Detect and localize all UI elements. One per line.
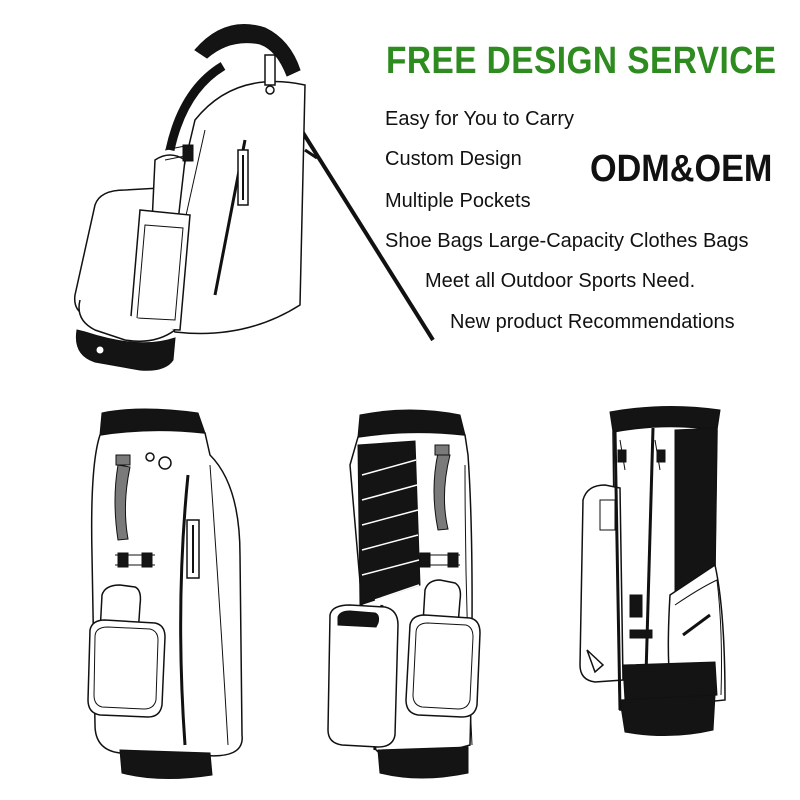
feature-line-4: Shoe Bags Large-Capacity Clothes Bags — [385, 230, 749, 252]
golf-stand-bag-front-illustration — [87, 408, 243, 780]
feature-line-3: Multiple Pockets — [385, 190, 531, 212]
odm-oem-badge: ODM&OEM — [590, 148, 773, 190]
feature-line-2: Custom Design — [385, 148, 522, 170]
feature-line-1: Easy for You to Carry — [385, 108, 574, 130]
feature-line-6: New product Recommendations — [450, 311, 735, 333]
headline: FREE DESIGN SERVICE — [386, 40, 777, 82]
feature-line-5: Meet all Outdoor Sports Need. — [425, 270, 696, 292]
golf-stand-bag-side-illustration — [579, 405, 726, 737]
golf-stand-bag-front-alt-illustration — [327, 409, 481, 779]
golf-stand-bag-angled-illustration — [73, 24, 435, 371]
